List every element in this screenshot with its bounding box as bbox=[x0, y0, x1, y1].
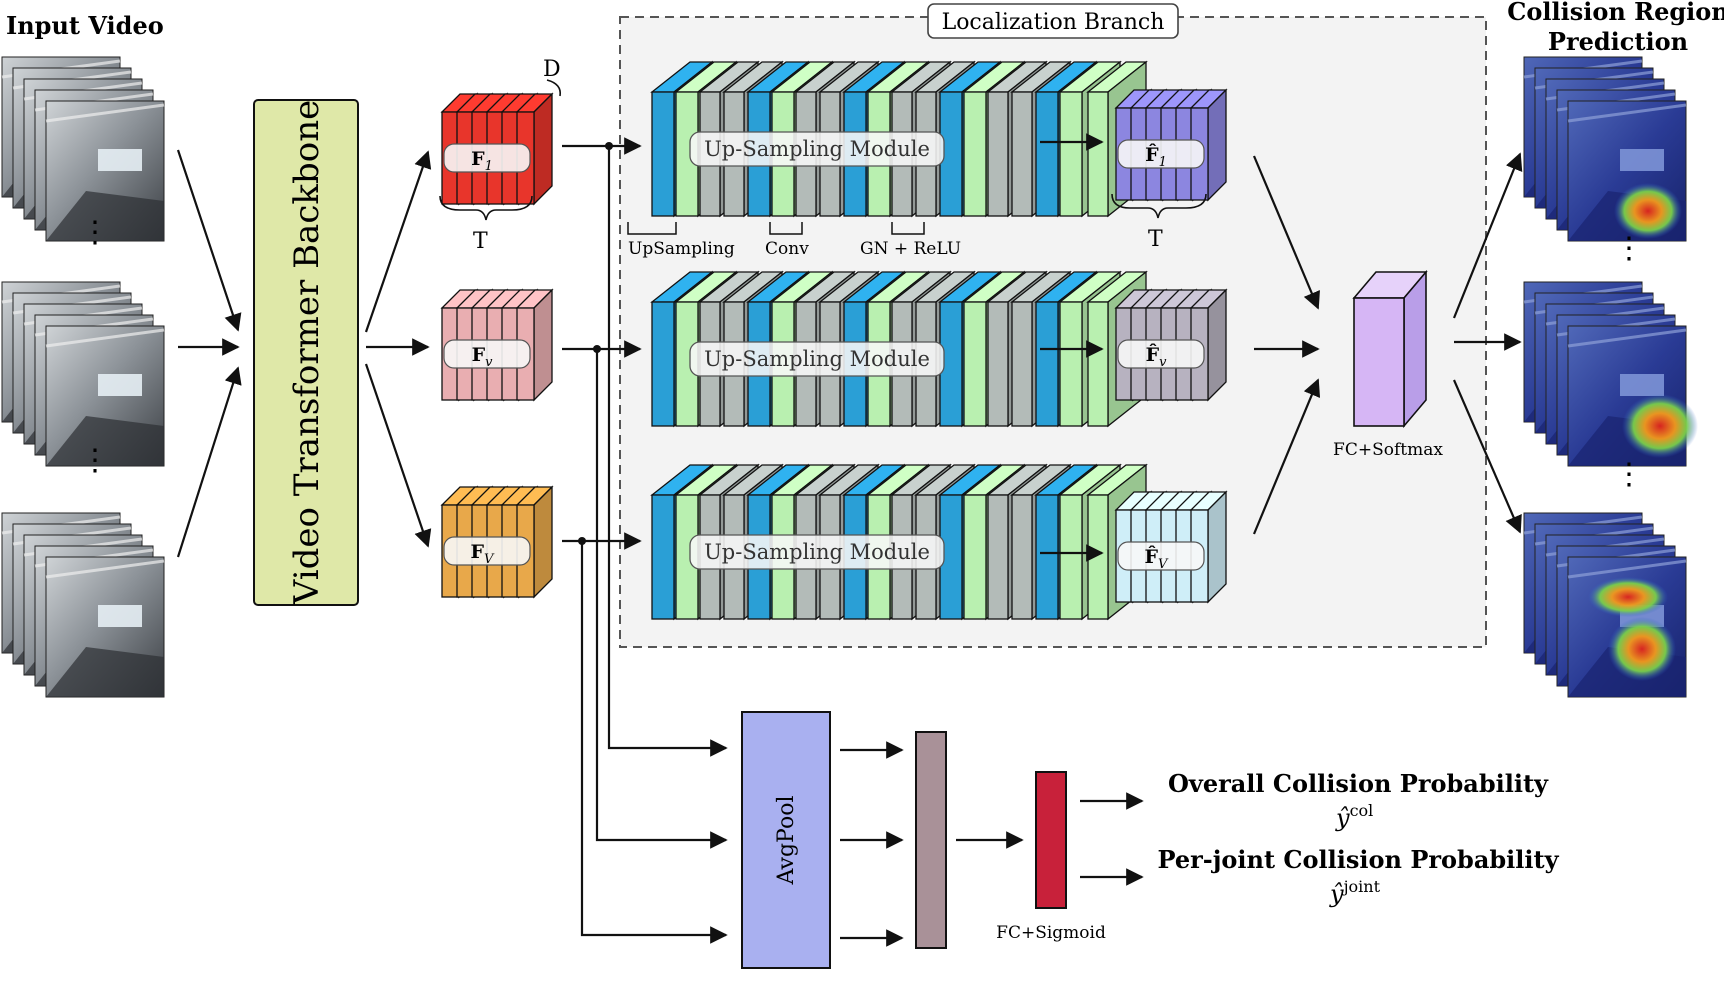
refined-stack-fV: F̂V bbox=[1114, 490, 1228, 604]
input-frames-bot bbox=[1, 512, 165, 698]
arrow-fc-pred-bot bbox=[1452, 379, 1522, 534]
arrow-backbone-f1 bbox=[364, 150, 432, 333]
avgpool-label: AvgPool bbox=[774, 796, 799, 886]
prediction-frames-mid-frame bbox=[1567, 325, 1698, 467]
legend-brace-gn-relu bbox=[891, 222, 925, 235]
feature-stack-fv-slab bbox=[515, 288, 554, 402]
collision-heatmap-blob bbox=[1622, 394, 1698, 458]
module-label: Up-Sampling Module bbox=[704, 137, 930, 161]
input-dots-1: ⋮ bbox=[80, 215, 110, 250]
module-label: Up-Sampling Module bbox=[704, 540, 930, 564]
input-frames-mid bbox=[1, 281, 165, 467]
input-frames-top bbox=[1, 56, 165, 242]
fc-sigmoid-label: FC+Sigmoid bbox=[996, 923, 1106, 943]
refined-stack-f1-label: F̂1 bbox=[1145, 144, 1167, 170]
input-frames-top-frame bbox=[45, 100, 165, 242]
prediction-frames-bot bbox=[1523, 512, 1687, 698]
feature-stack-fV-label: FV bbox=[471, 541, 496, 567]
input-video-title: Input Video bbox=[6, 11, 164, 40]
refined-stack-fv: F̂v bbox=[1114, 288, 1228, 402]
prediction-frames-bot-frame bbox=[1567, 556, 1687, 698]
prediction-frames-top bbox=[1523, 56, 1687, 242]
depth-brace bbox=[546, 79, 562, 97]
legend-gn-relu: GN + ReLU bbox=[860, 239, 961, 259]
prediction-dots-1: ⋮ bbox=[1614, 231, 1644, 266]
joint-collision-symbol: ŷjoint bbox=[1329, 877, 1381, 908]
legend-conv: Conv bbox=[765, 239, 809, 259]
legend-brace-upsampling bbox=[627, 222, 677, 235]
refined-stack-fV-label-pill bbox=[1117, 541, 1205, 571]
localization-title: Localization Branch bbox=[942, 10, 1165, 35]
feature-stack-fV-label-pill bbox=[443, 536, 531, 566]
arrow-backbone-fV bbox=[364, 363, 432, 548]
time-brace-features bbox=[439, 195, 533, 221]
prediction-title-line2: Prediction bbox=[1548, 27, 1688, 56]
feature-stack-f1: F1 bbox=[440, 92, 554, 206]
collision-heatmap-blob bbox=[1588, 577, 1668, 617]
pooled-feature-block bbox=[915, 731, 947, 949]
feature-stack-fv-label-pill bbox=[443, 339, 531, 369]
overall-collision-symbol: ŷcol bbox=[1335, 801, 1373, 832]
depth-label: D bbox=[543, 57, 561, 82]
legend-upsampling: UpSampling bbox=[628, 239, 735, 259]
upsampling-module-1: Up-Sampling Module bbox=[650, 60, 1148, 218]
prediction-frames-mid bbox=[1523, 281, 1698, 467]
refined-stack-f1-label-pill bbox=[1117, 139, 1205, 169]
refined-feature-stacks: F̂1F̂vF̂V bbox=[1114, 88, 1228, 604]
module-label-pill bbox=[689, 534, 945, 570]
input-frames-bot-frame bbox=[45, 556, 165, 698]
line-fV-avgpool bbox=[580, 541, 728, 944]
line-f1-avgpool bbox=[607, 146, 728, 757]
localization-title-box bbox=[927, 3, 1179, 39]
time-brace-refined bbox=[1111, 193, 1207, 219]
arrow-refined1-fc bbox=[1252, 155, 1320, 310]
input-video-frames bbox=[1, 56, 165, 698]
feature-stack-fV: FV bbox=[440, 485, 554, 599]
fc-softmax-side bbox=[1403, 269, 1427, 429]
upsampling-module-3: Up-Sampling Module bbox=[650, 463, 1148, 621]
input-frames-mid-frame bbox=[45, 325, 165, 467]
refined-stack-f1: F̂1 bbox=[1114, 88, 1228, 202]
refined-stack-fV-label: F̂V bbox=[1145, 546, 1170, 572]
arrow-fc-pred-top bbox=[1452, 152, 1523, 319]
input-dots-2: ⋮ bbox=[80, 443, 110, 478]
arrow-refined3-fc bbox=[1252, 378, 1321, 535]
video-transformer-backbone bbox=[253, 99, 359, 606]
overall-collision-label: Overall Collision Probability bbox=[1168, 769, 1549, 798]
collision-heatmap-blob bbox=[1614, 183, 1682, 239]
collision-region-prediction-frames bbox=[1523, 56, 1698, 698]
backbone-label: Video Transformer Backbone bbox=[287, 100, 327, 605]
avgpool-block bbox=[741, 711, 831, 969]
joint-collision-label: Per-joint Collision Probability bbox=[1157, 845, 1559, 874]
time-label-features: T bbox=[473, 229, 488, 254]
legend-brace-conv bbox=[769, 222, 803, 235]
prediction-frames-top-frame bbox=[1567, 100, 1687, 242]
arrow-input-top bbox=[176, 149, 242, 332]
fc-sigmoid-block bbox=[1035, 771, 1067, 909]
feature-stack-f1-label: F1 bbox=[471, 148, 493, 174]
fc-softmax-block bbox=[1353, 297, 1405, 427]
feature-stack-fv: Fv bbox=[440, 288, 554, 402]
fc-softmax-label: FC+Softmax bbox=[1333, 440, 1443, 460]
module-label: Up-Sampling Module bbox=[704, 347, 930, 371]
feature-stack-fv-label: Fv bbox=[472, 344, 494, 370]
refined-stack-fv-label-pill bbox=[1117, 339, 1205, 369]
prediction-dots-2: ⋮ bbox=[1614, 457, 1644, 492]
refined-stack-fv-label: F̂v bbox=[1146, 344, 1168, 370]
module-label-pill bbox=[689, 341, 945, 377]
prediction-title-line1: Collision Region bbox=[1507, 0, 1724, 26]
line-fv-avgpool bbox=[595, 349, 728, 849]
time-label-refined: T bbox=[1148, 227, 1163, 252]
module-label-pill bbox=[689, 131, 945, 167]
collision-heatmap-blob bbox=[1608, 617, 1676, 681]
feature-stack-f1-label-pill bbox=[443, 143, 531, 173]
arrow-input-bot bbox=[176, 366, 242, 558]
